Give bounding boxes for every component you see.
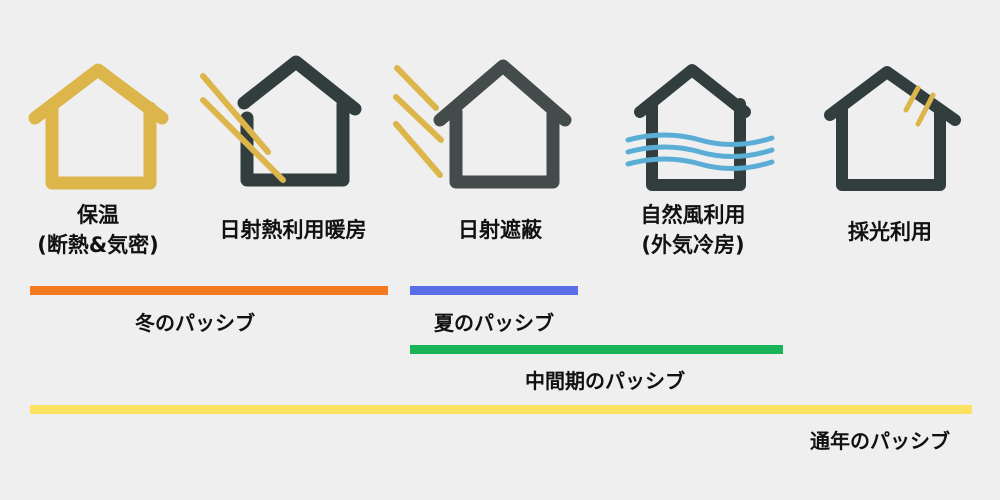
method-label-daylight: 採光利用 <box>848 220 932 244</box>
summer-label: 夏のパッシブ <box>434 311 554 335</box>
method-label-insulation: 保温 (断熱&気密) <box>37 200 159 260</box>
method-subtitle: (断熱&気密) <box>37 233 159 257</box>
mid-season-bar <box>410 345 783 354</box>
house-daylight-icon <box>824 66 961 191</box>
icons-layer <box>28 55 961 191</box>
house-solar-shading-icon <box>393 59 572 189</box>
method-subtitle: (外気冷房) <box>641 233 745 257</box>
summer-bar <box>410 286 578 295</box>
method-label-natural-wind: 自然風利用 (外気冷房) <box>641 200 746 260</box>
year-round-bar <box>30 405 972 414</box>
house-insulation-icon <box>28 63 169 190</box>
method-title: 保温 <box>76 203 119 227</box>
house-natural-wind-icon <box>625 64 775 191</box>
house-solar-heating-icon <box>200 55 362 187</box>
year-round-label: 通年のパッシブ <box>810 429 950 453</box>
method-title: 自然風利用 <box>640 203 746 227</box>
method-label-solar-shading: 日射遮蔽 <box>458 218 542 242</box>
winter-label: 冬のパッシブ <box>135 311 255 335</box>
method-label-solar-heating: 日射熱利用暖房 <box>219 218 367 242</box>
mid-season-label: 中間期のパッシブ <box>525 369 685 393</box>
winter-bar <box>30 286 388 295</box>
